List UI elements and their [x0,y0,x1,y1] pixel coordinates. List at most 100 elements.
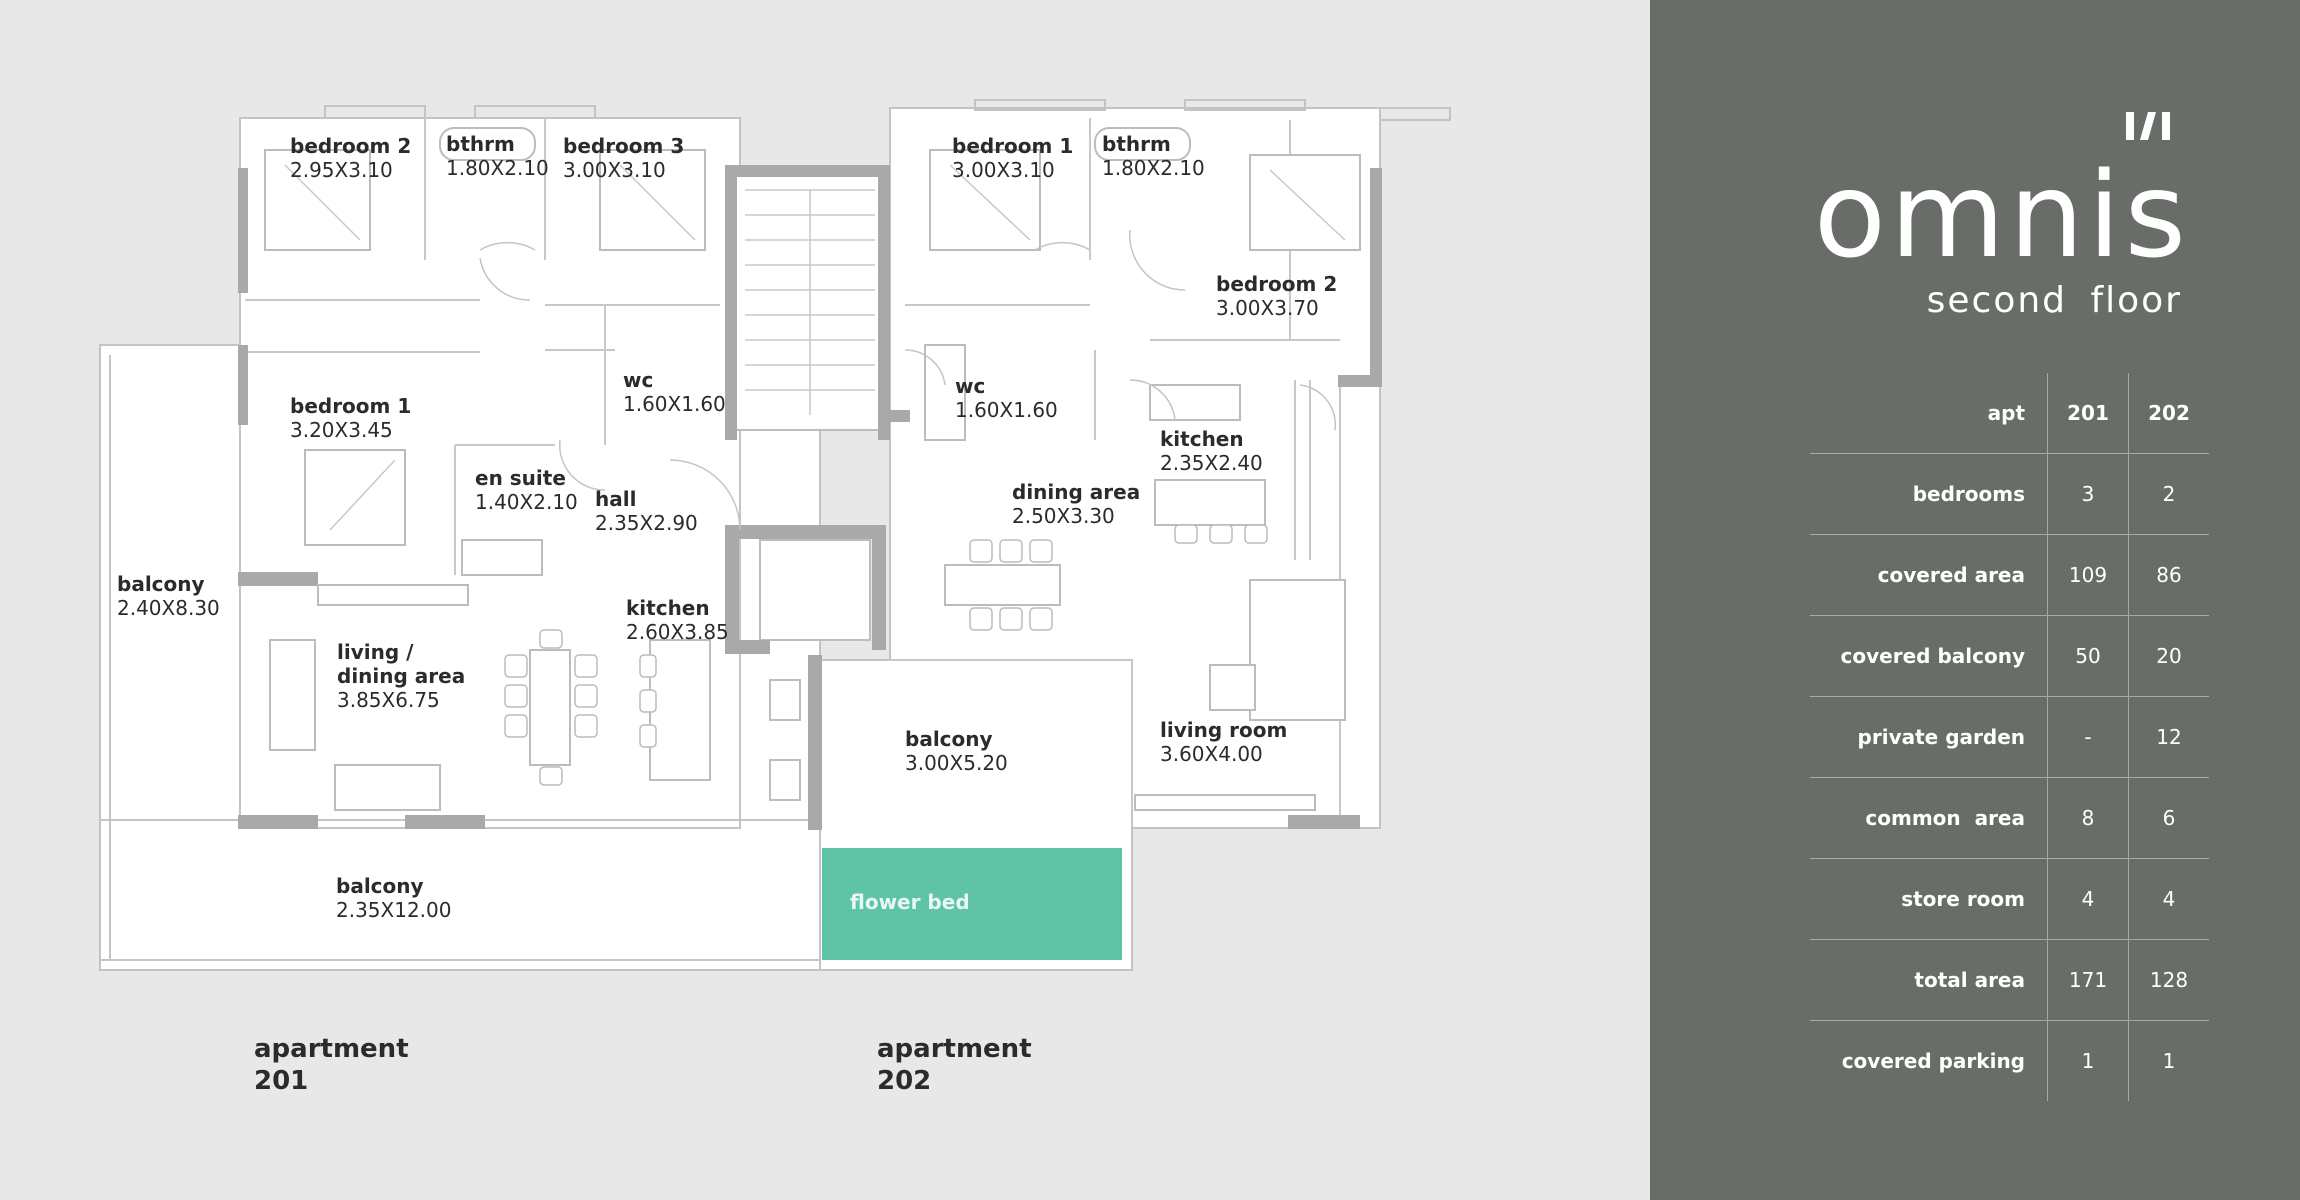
room-dims: 1.80X2.10 [1102,156,1205,180]
room-label-a201-ensuite: en suite 1.40X2.10 [475,466,578,514]
room-dims: 3.00X3.10 [952,158,1055,182]
room-name: balcony [117,572,205,596]
room-label-a201-wc: wc 1.60X1.60 [623,368,726,416]
wall [880,410,910,422]
row-value-201: 1 [2047,1020,2129,1101]
room-label-a202-living: living room 3.60X4.00 [1160,718,1287,766]
table-header-201: 201 [2047,373,2129,454]
room-name: kitchen [1160,427,1244,451]
apartment-label: apartment [877,1034,1032,1064]
wall [1338,375,1382,387]
room-dims: 3.60X4.00 [1160,742,1263,766]
room-name-line2: dining area [337,664,466,688]
room-name: hall [595,487,637,511]
room-label-a202-dining: dining area 2.50X3.30 [1012,480,1140,528]
h-monogram-icon [2126,112,2170,140]
info-panel: omnis second floor apt 201 202 bedrooms … [1650,0,2300,1200]
room-name: en suite [475,466,566,490]
room-label-a202-bedroom1: bedroom 1 3.00X3.10 [952,134,1073,182]
table-row: private garden - 12 [1810,696,2209,778]
room-label-a202-balcony: balcony 3.00X5.20 [905,727,1008,775]
row-label: covered balcony [1810,615,2048,697]
apartment-number: 201 [254,1066,309,1096]
room-dims: 2.35X12.00 [336,898,452,922]
table-row: store room 4 4 [1810,858,2209,940]
row-label: bedrooms [1810,453,2048,535]
wall [725,640,770,654]
row-label: private garden [1810,696,2048,778]
row-value-201: 3 [2047,453,2129,535]
room-label-a202-wc: wc 1.60X1.60 [955,374,1058,422]
wall [1370,168,1382,383]
room-name: dining area [1012,480,1141,504]
row-value-202: 2 [2128,453,2209,535]
room-label-a201-bedroom2: bedroom 2 2.95X3.10 [290,134,411,182]
room-label-a201-hall: hall 2.35X2.90 [595,487,698,535]
room-label-a202-kitchen: kitchen 2.35X2.40 [1160,427,1263,475]
room-dims: 1.40X2.10 [475,490,578,514]
room-label-a201-bedroom1: bedroom 1 3.20X3.45 [290,394,411,442]
row-value-202: 4 [2128,858,2209,940]
row-value-201: - [2047,696,2129,778]
apartment-202-label: apartment 202 [877,1033,1032,1097]
table-header-row: apt 201 202 [1810,373,2209,454]
row-value-202: 128 [2128,939,2209,1021]
apartment-201-label: apartment 201 [254,1033,409,1097]
floor-plan-drawing [99,99,1451,971]
room-name: bedroom 2 [290,134,412,158]
wall [872,525,886,650]
row-label: covered area [1810,534,2048,616]
room-name: bthrm [446,132,515,156]
floor-plan: bedroom 2 2.95X3.10 bthrm 1.80X2.10 bedr… [99,99,1451,1097]
room-label-a201-living: living / dining area 3.85X6.75 [337,640,465,712]
room-name: kitchen [626,596,710,620]
row-value-201: 171 [2047,939,2129,1021]
row-label: covered parking [1841,1049,2025,1073]
room-name: wc [955,374,986,398]
room-name: balcony [905,727,993,751]
room-name: wc [623,368,654,392]
table-row: bedrooms 3 2 [1810,453,2209,535]
room-label-a202-bathroom: bthrm 1.80X2.10 [1102,132,1205,180]
floor-title: second floor [1926,280,2182,321]
room-dims: 3.00X3.10 [563,158,666,182]
table-header-202: 202 [2128,373,2209,454]
row-value-201: 8 [2047,777,2129,859]
row-value-202: 86 [2128,534,2209,616]
apartment-number: 202 [877,1066,932,1096]
room-dims: 2.60X3.85 [626,620,729,644]
room-dims: 1.60X1.60 [623,392,726,416]
wall [725,165,890,177]
room-name: living room [1160,718,1288,742]
room-name: balcony [336,874,424,898]
wall [238,345,248,425]
room-dims: 3.00X5.20 [905,751,1008,775]
room-name: bedroom 1 [952,134,1074,158]
table-row: covered parking 1 1 [1810,1020,2209,1101]
brand-name: omnis [1813,146,2190,284]
room-name: bedroom 3 [563,134,685,158]
room-dims: 2.35X2.90 [595,511,698,535]
wall [238,815,318,829]
row-value-202: 20 [2128,615,2209,697]
row-value-201: 4 [2047,858,2129,940]
row-value-202: 12 [2128,696,2209,778]
apartment-label: apartment [254,1034,409,1064]
flower-bed-area [822,848,1122,960]
table-row: common area 8 6 [1810,777,2209,859]
row-value-201: 109 [2047,534,2129,616]
row-label: store room [1810,858,2048,940]
room-label-a201-kitchen: kitchen 2.60X3.85 [626,596,729,644]
room-name: bedroom 2 [1216,272,1338,296]
wall [808,655,822,830]
room-dims: 2.35X2.40 [1160,451,1263,475]
room-dims: 1.60X1.60 [955,398,1058,422]
wall [405,815,485,829]
room-dims: 1.80X2.10 [446,156,549,180]
wall [238,168,248,293]
table-header-label: apt [1810,373,2048,454]
room-label-a202-bedroom2: bedroom 2 3.00X3.70 [1216,272,1337,320]
room-dims: 2.50X3.30 [1012,504,1115,528]
room-label-a201-bathroom: bthrm 1.80X2.10 [446,132,549,180]
room-dims: 2.40X8.30 [117,596,220,620]
